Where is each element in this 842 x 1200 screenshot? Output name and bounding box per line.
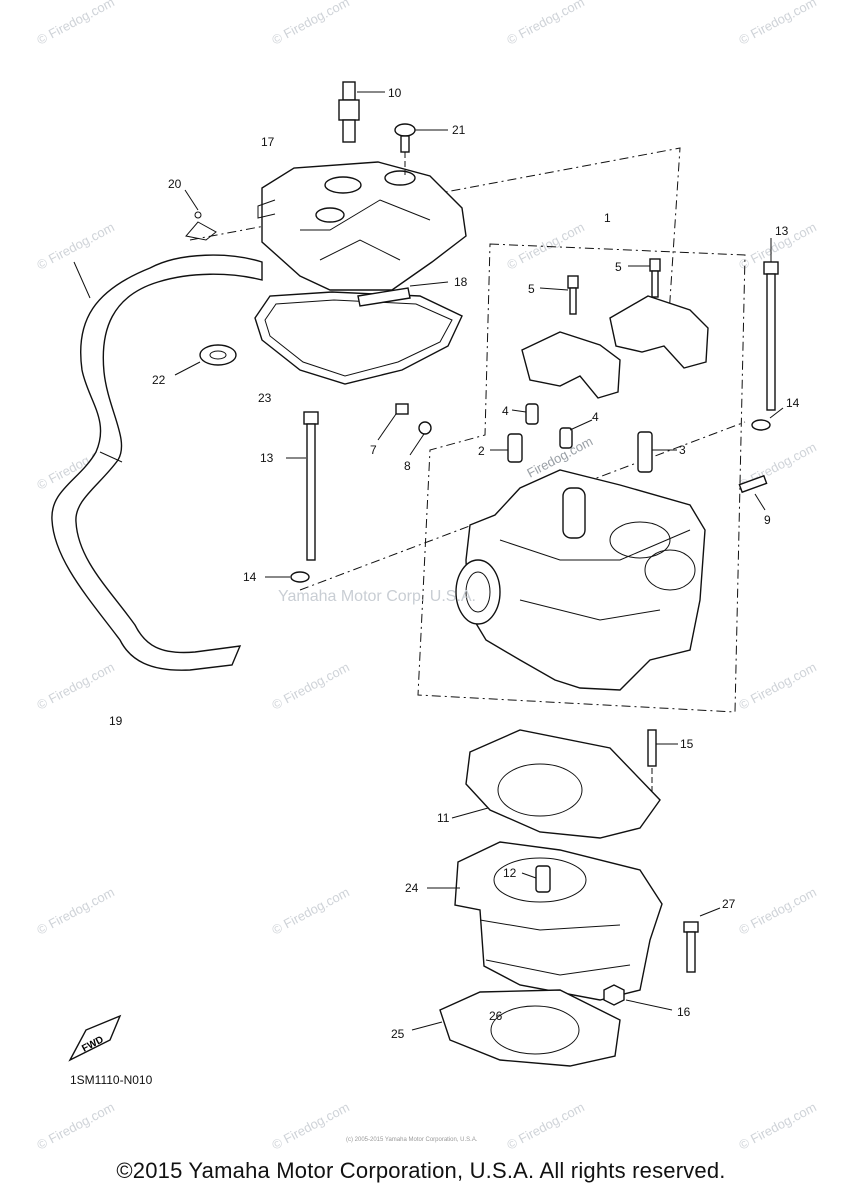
- svg-text:© Firedog.com: © Firedog.com: [736, 0, 818, 48]
- copyright-footer: ©2015 Yamaha Motor Corporation, U.S.A. A…: [116, 1158, 726, 1183]
- breather-hose: [51, 254, 263, 671]
- callout-23: 23: [258, 391, 272, 405]
- callout-19: 19: [109, 714, 123, 728]
- callout-27: 27: [722, 897, 736, 911]
- stud-9: [738, 474, 768, 494]
- callout-labels: 1 2 3 4 4 5 5 7 8 9 10 11 12 13 13 14 14…: [109, 86, 800, 1041]
- callout-2: 2: [478, 444, 485, 458]
- svg-text:© Firedog.com: © Firedog.com: [504, 1099, 586, 1152]
- diagram-code: 1SM1110-N010: [70, 1073, 153, 1087]
- callout-22: 22: [152, 373, 166, 387]
- cover-bracket: [357, 287, 411, 307]
- callout-24: 24: [405, 881, 419, 895]
- cam-cap-right: [609, 295, 709, 369]
- head-bolts: [265, 238, 784, 583]
- plug-3: [637, 431, 653, 473]
- bolt-washer: [377, 403, 432, 456]
- svg-text:© Firedog.com: © Firedog.com: [34, 0, 116, 48]
- cylinder-block: [454, 841, 663, 1001]
- callout-1: 1: [604, 211, 611, 225]
- callout-8: 8: [404, 459, 411, 473]
- callout-18: 18: [454, 275, 468, 289]
- callout-4b: 4: [592, 410, 599, 424]
- callout-21: 21: [452, 123, 466, 137]
- callout-12: 12: [503, 866, 517, 880]
- assembly-line-bolts: [299, 421, 746, 591]
- base-gasket: [439, 989, 621, 1067]
- fwd-arrow: FWD: [68, 1014, 122, 1062]
- callout-16: 16: [677, 1005, 691, 1019]
- callout-15: 15: [680, 737, 694, 751]
- stud-15: [647, 729, 657, 767]
- callout-7: 7: [370, 443, 377, 457]
- cam-cap-left: [521, 331, 621, 399]
- callout-5b: 5: [615, 260, 622, 274]
- callout-11: 11: [437, 811, 450, 825]
- dowel-pin-b: [559, 427, 573, 449]
- plug-2: [507, 433, 523, 463]
- svg-text:© Firedog.com: © Firedog.com: [34, 659, 116, 712]
- svg-text:© Firedog.com: © Firedog.com: [269, 659, 351, 712]
- svg-text:© Firedog.com: © Firedog.com: [736, 1099, 818, 1152]
- head-assembly-outline: [417, 243, 746, 713]
- cylinder-head: [455, 469, 706, 691]
- cap-bolt: [394, 123, 448, 175]
- grommet: [174, 344, 237, 376]
- valve-cover-gasket: [254, 291, 463, 385]
- svg-text:© Firedog.com: © Firedog.com: [504, 219, 586, 272]
- callout-5a: 5: [528, 282, 535, 296]
- callout-3: 3: [679, 443, 686, 457]
- maker-watermark: Yamaha Motor Corp. U.S.A.: [278, 588, 476, 605]
- svg-text:© Firedog.com: © Firedog.com: [34, 884, 116, 937]
- callout-14a: 14: [786, 396, 800, 410]
- valve-cover: [257, 161, 467, 291]
- spark-plug: [338, 81, 385, 143]
- tiny-copyright: (c) 2005-2015 Yamaha Motor Corporation, …: [346, 1137, 478, 1143]
- svg-text:© Firedog.com: © Firedog.com: [269, 1099, 351, 1152]
- svg-text:© Firedog.com: © Firedog.com: [269, 0, 351, 48]
- callout-14b: 14: [243, 570, 257, 584]
- block-fasteners: [603, 907, 721, 1011]
- svg-text:© Firedog.com: © Firedog.com: [504, 0, 586, 48]
- dowel-pin-a: [525, 403, 539, 425]
- callout-9: 9: [764, 513, 771, 527]
- callout-17: 17: [261, 135, 275, 149]
- dowel-12: [535, 865, 551, 893]
- svg-text:© Firedog.com: © Firedog.com: [736, 884, 818, 937]
- callout-4a: 4: [502, 404, 509, 418]
- svg-text:© Firedog.com: © Firedog.com: [736, 659, 818, 712]
- svg-text:© Firedog.com: © Firedog.com: [34, 1099, 116, 1152]
- callout-13b: 13: [260, 451, 274, 465]
- svg-text:© Firedog.com: © Firedog.com: [269, 884, 351, 937]
- head-gasket: [465, 729, 661, 839]
- hose-clip: [184, 189, 217, 241]
- callout-20: 20: [168, 177, 182, 191]
- callout-26: 26: [489, 1009, 503, 1023]
- callout-25: 25: [391, 1027, 405, 1041]
- cam-cap-bolts: [539, 258, 661, 315]
- callout-10: 10: [388, 86, 402, 100]
- callout-13a: 13: [775, 224, 789, 238]
